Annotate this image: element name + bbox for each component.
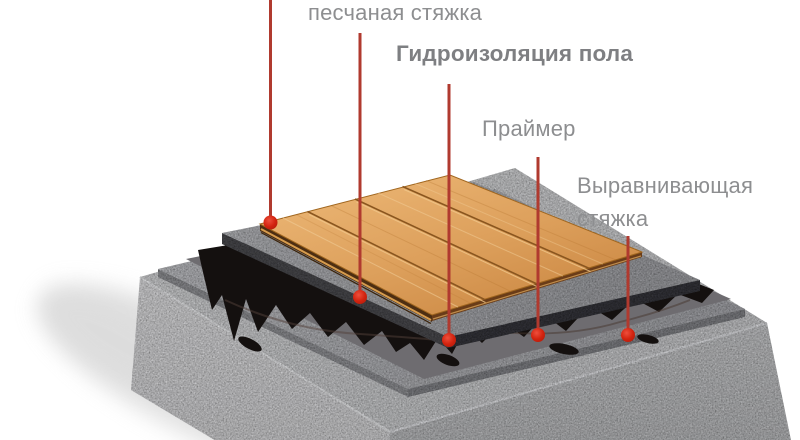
concrete-front-left-face	[131, 277, 390, 440]
wood-plank-seams	[307, 185, 591, 303]
leveling-screed-edge-left	[158, 269, 408, 397]
sand-screed-edge-right	[448, 280, 700, 348]
label-waterproofing: Гидроизоляция пола	[396, 41, 634, 66]
label-sand-screed: песчаная стяжка	[308, 0, 483, 25]
wood-top-face	[258, 174, 644, 316]
callout-dot-primer	[531, 328, 545, 342]
callout-dot-sand-screed	[353, 290, 367, 304]
label-primer: Праймер	[482, 116, 576, 141]
callout-dot-waterproofing	[442, 333, 456, 347]
sand-screed-edge-left	[222, 233, 448, 348]
concrete-front-right-face	[390, 323, 791, 440]
label-leveling-screed: Выравнивающая стяжка	[577, 173, 754, 231]
wood-flooring-layer	[258, 174, 644, 325]
callout-dot-floor-covering	[263, 215, 278, 230]
callout-dot-leveling-screed	[621, 328, 635, 342]
callout-lines	[263, 0, 635, 347]
